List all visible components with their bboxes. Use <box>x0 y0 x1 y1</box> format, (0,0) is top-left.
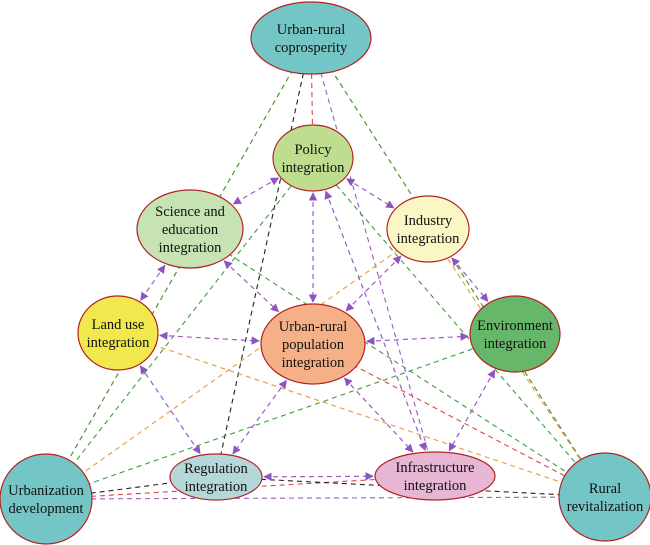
node-infrastructure-label-line: integration <box>404 478 468 494</box>
arrow-population-regulation <box>232 379 287 455</box>
node-industry-label-line: integration <box>397 231 461 247</box>
node-infrastructure-ellipse <box>374 451 496 501</box>
arrow-landuse-regulation <box>139 365 201 455</box>
node-science-ellipse <box>136 189 244 269</box>
node-coprosperity-ellipse <box>250 1 372 75</box>
link-urbanization-rural-purple <box>45 496 606 500</box>
node-landuse-label-line: Land use <box>92 317 145 333</box>
node-population-label-line: population <box>282 337 345 353</box>
node-rural-ellipse <box>558 452 650 542</box>
node-policy-ellipse <box>272 124 354 192</box>
link-coprosperity-urbanization-green <box>45 37 312 500</box>
link-environment-urbanization-green <box>45 333 516 500</box>
node-science-label-line: Science and <box>155 204 225 220</box>
arrow-industry-population <box>345 255 402 312</box>
node-landuse: Land use integration <box>77 295 159 371</box>
node-science-label-line: education <box>162 222 219 238</box>
node-environment-label-line: integration <box>484 336 548 352</box>
node-coprosperity: Urban-rural coprosperity <box>250 1 372 75</box>
link-coprosperity-regulation-black <box>215 37 312 478</box>
node-population-label-line: Urban-rural <box>279 319 347 335</box>
node-policy-label-line: Policy <box>294 142 332 158</box>
node-science: Science and education integration <box>136 189 244 269</box>
link-industry-urbanization-orange <box>45 228 429 500</box>
node-population-label-line: integration <box>282 355 346 371</box>
arrow-population-environment <box>366 332 469 346</box>
arrow-regulation-infrastructure <box>263 472 374 481</box>
node-industry: Industry integration <box>386 195 470 263</box>
link-policy-urbanization-green <box>45 157 314 500</box>
node-regulation-label-line: Regulation <box>184 461 248 477</box>
node-environment: Environment integration <box>469 295 561 373</box>
node-infrastructure-label-line: Infrastructure <box>396 460 475 476</box>
node-science-label-line: integration <box>159 240 223 256</box>
node-urbanization-ellipse <box>0 453 93 545</box>
node-coprosperity-label-line: Urban-rural <box>277 22 345 38</box>
node-regulation-ellipse <box>169 453 263 501</box>
node-industry-label-line: Industry <box>404 213 453 229</box>
node-urbanization: Urbanization development <box>0 453 93 545</box>
arrow-landuse-population <box>159 331 260 345</box>
node-industry-ellipse <box>386 195 470 263</box>
node-landuse-label-line: integration <box>87 335 151 351</box>
arrow-science-population <box>223 260 280 313</box>
node-environment-ellipse <box>469 295 561 373</box>
arrow-industry-environment <box>451 257 489 302</box>
node-landuse-ellipse <box>77 295 159 371</box>
node-urbanization-label-line: development <box>9 501 84 517</box>
node-regulation-label-line: integration <box>185 479 249 495</box>
dashed-links <box>45 37 606 500</box>
node-urbanization-label-line: Urbanization <box>8 483 84 499</box>
node-coprosperity-label-line: coprosperity <box>275 40 348 56</box>
node-environment-label-line: Environment <box>477 318 553 334</box>
node-rural: Rural revitalization <box>558 452 650 542</box>
arrow-policy-industry <box>345 178 395 209</box>
node-rural-label-line: Rural <box>589 481 621 497</box>
node-population-ellipse <box>260 303 366 385</box>
arrow-environment-infrastructure <box>448 369 496 452</box>
node-policy: Policy integration <box>272 124 354 192</box>
node-rural-label-line: revitalization <box>567 499 644 515</box>
node-policy-label-line: integration <box>282 160 346 176</box>
node-regulation: Regulation integration <box>169 453 263 501</box>
arrow-policy-infrastructure <box>324 190 427 452</box>
node-infrastructure: Infrastructure integration <box>374 451 496 501</box>
node-population: Urban-rural population integration <box>260 303 366 385</box>
arrow-science-landuse <box>140 264 166 301</box>
arrow-policy-science <box>232 177 280 205</box>
arrow-population-infrastructure <box>343 377 414 453</box>
bidirectional-arrows <box>139 177 496 481</box>
